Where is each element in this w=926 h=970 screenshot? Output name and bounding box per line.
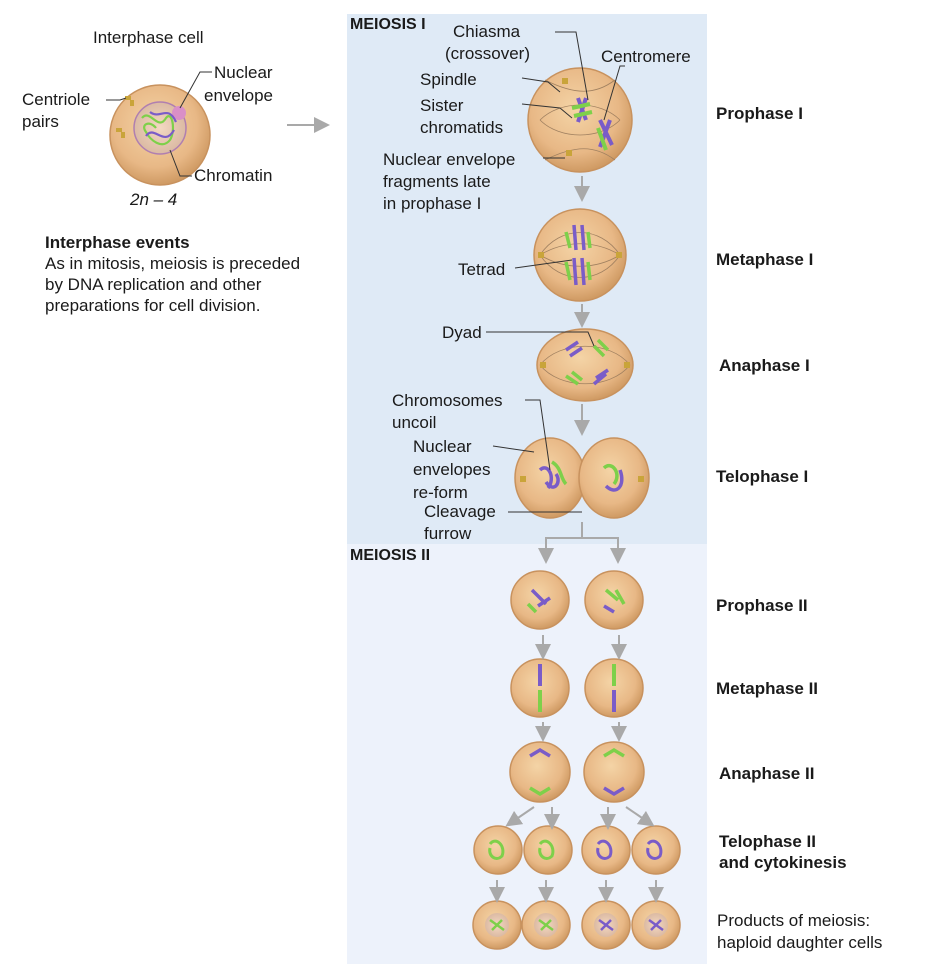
telophase-ii-cells <box>473 825 681 875</box>
phase-label-telophase-i: Telophase I <box>716 467 809 486</box>
interphase-events-line1: As in mitosis, meiosis is preceded <box>45 254 301 273</box>
phase-label-anaphase-i: Anaphase I <box>719 356 810 375</box>
interphase-events-title: Interphase events <box>45 233 190 252</box>
phase-label-anaphase-ii: Anaphase II <box>719 764 815 783</box>
chiasma-label-line2: (crossover) <box>445 44 531 63</box>
ploidy-label: 2n – 4 <box>130 190 178 209</box>
sister-chromatids-label-line2: chromatids <box>420 118 504 137</box>
nuclear-envelopes-reform-line2: envelopes <box>413 460 491 479</box>
prophase-ii-cells <box>510 570 644 630</box>
centriole-label-line1: Centriole <box>22 90 91 109</box>
metaphase-i-cell <box>533 208 627 302</box>
products-label-line1: Products of meiosis: <box>717 911 871 930</box>
meiosis-i-header: MEIOSIS I <box>350 16 426 33</box>
phase-label-telophase-ii-line1: Telophase II <box>719 832 816 851</box>
nuclear-envelope-fragments-line1: Nuclear envelope <box>383 150 516 169</box>
nuclear-envelopes-reform-line1: Nuclear <box>413 437 472 456</box>
phase-label-metaphase-ii: Metaphase II <box>716 679 819 698</box>
haploid-daughter-cells <box>472 900 681 950</box>
interphase-events-line3: preparations for cell division. <box>45 296 261 315</box>
cleavage-furrow-line1: Cleavage <box>424 502 496 521</box>
chiasma-label-line1: Chiasma <box>453 22 521 41</box>
nuclear-envelopes-reform-line3: re-form <box>413 483 468 502</box>
centromere-label: Centromere <box>601 47 691 66</box>
dyad-label: Dyad <box>442 323 482 342</box>
phase-label-telophase-ii-line2: and cytokinesis <box>719 853 847 872</box>
centriole-label-line2: pairs <box>22 112 59 131</box>
nuclear-envelope-label-line1: Nuclear <box>214 63 273 82</box>
spindle-label: Spindle <box>420 70 477 89</box>
centriole-pair-icon <box>125 96 134 106</box>
tetrad-label: Tetrad <box>458 260 506 279</box>
centriole-pair-icon <box>116 128 125 138</box>
nuclear-envelope-fragments-line3: in prophase I <box>383 194 482 213</box>
chromosomes-uncoil-line2: uncoil <box>392 413 437 432</box>
telophase-i-cells <box>514 437 650 519</box>
interphase-events-line2: by DNA replication and other <box>45 275 262 294</box>
chromosomes-uncoil-line1: Chromosomes <box>392 391 503 410</box>
prophase-i-cell <box>527 67 633 173</box>
chromatin-label: Chromatin <box>194 166 273 185</box>
phase-label-metaphase-i: Metaphase I <box>716 250 814 269</box>
interphase-cell <box>109 84 211 186</box>
nuclear-envelope-fragments-line2: fragments late <box>383 172 491 191</box>
sister-chromatids-label-line1: Sister <box>420 96 464 115</box>
nuclear-envelope-label-line2: envelope <box>204 86 274 105</box>
metaphase-ii-cells <box>510 658 644 718</box>
phase-label-prophase-i: Prophase I <box>716 104 803 123</box>
interphase-cell-label: Interphase cell <box>93 28 204 47</box>
anaphase-ii-cells <box>509 741 645 803</box>
products-label-line2: haploid daughter cells <box>717 933 883 952</box>
meiosis-ii-header: MEIOSIS II <box>350 547 431 564</box>
anaphase-i-cell <box>536 328 634 402</box>
phase-label-prophase-ii: Prophase II <box>716 596 808 615</box>
cleavage-furrow-line2: furrow <box>424 524 472 543</box>
